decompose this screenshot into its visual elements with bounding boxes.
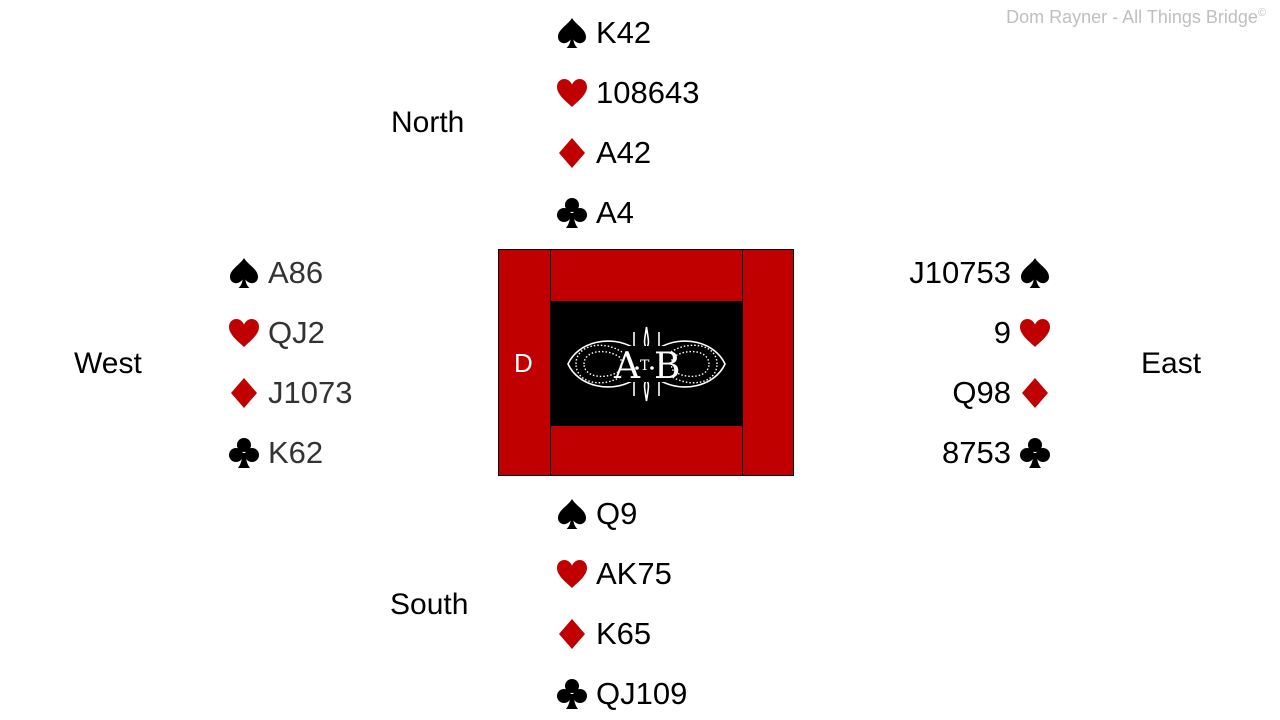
east-clubs: 8753 [942,433,1053,473]
spade-icon [226,256,262,290]
diamond-icon [554,136,590,170]
holding: J1073 [268,375,353,410]
copyright-text: Dom Rayner - All Things Bridge [1006,7,1258,27]
west-clubs: K62 [226,433,323,473]
table-divider [550,250,551,475]
holding: Q9 [596,496,638,531]
copyright-symbol: © [1257,7,1266,19]
holding: K65 [596,616,652,651]
west-hearts: QJ2 [226,313,325,353]
seat-label-west: West [74,347,142,380]
south-spades: Q9 [554,494,637,534]
heart-icon [1017,316,1053,350]
seat-label-south: South [390,588,469,621]
south-hearts: AK75 [554,554,672,594]
holding: J10753 [909,255,1011,290]
holding: K62 [268,435,324,470]
club-icon [554,196,590,230]
holding: AK75 [596,556,672,591]
copyright-notice: Dom Rayner - All Things Bridge© [1006,7,1266,28]
spade-icon [554,16,590,50]
heart-icon [226,316,262,350]
north-spades: K42 [554,13,651,53]
dealer-marker: D [514,348,533,378]
holding: K42 [596,15,652,50]
holding: QJ109 [596,676,688,711]
diamond-icon [226,376,262,410]
heart-icon [554,76,590,110]
holding: A4 [596,195,634,230]
logo-letters: A T B [613,346,680,387]
table-divider [742,250,743,475]
heart-icon [554,557,590,591]
club-icon [226,436,262,470]
atb-logo-icon: A T B [567,326,726,401]
east-diamonds: Q98 [952,373,1053,413]
bridge-table: D A T B [498,249,794,476]
logo-letter-b: B [654,346,680,387]
north-hearts: 108643 [554,73,699,113]
holding: A42 [596,135,652,170]
seat-label-east: East [1141,347,1202,380]
holding: 8753 [942,435,1011,470]
club-icon [1017,436,1053,470]
west-spades: A86 [226,253,323,293]
atb-logo: A T B [551,301,742,426]
club-icon [554,677,590,711]
south-clubs: QJ109 [554,674,687,714]
spade-icon [554,497,590,531]
holding: 9 [993,315,1011,350]
south-diamonds: K65 [554,614,651,654]
west-diamonds: J1073 [226,373,352,413]
holding: 108643 [596,75,700,110]
seat-label-north: North [391,106,465,139]
holding: A86 [268,255,324,290]
holding: Q98 [952,375,1011,410]
diamond-icon [1017,376,1053,410]
diamond-icon [554,617,590,651]
spade-icon [1017,256,1053,290]
holding: QJ2 [268,315,325,350]
east-hearts: 9 [994,313,1053,353]
north-clubs: A4 [554,193,634,233]
logo-letter-t: T [640,358,650,374]
north-diamonds: A42 [554,133,651,173]
east-spades: J10753 [909,253,1053,293]
